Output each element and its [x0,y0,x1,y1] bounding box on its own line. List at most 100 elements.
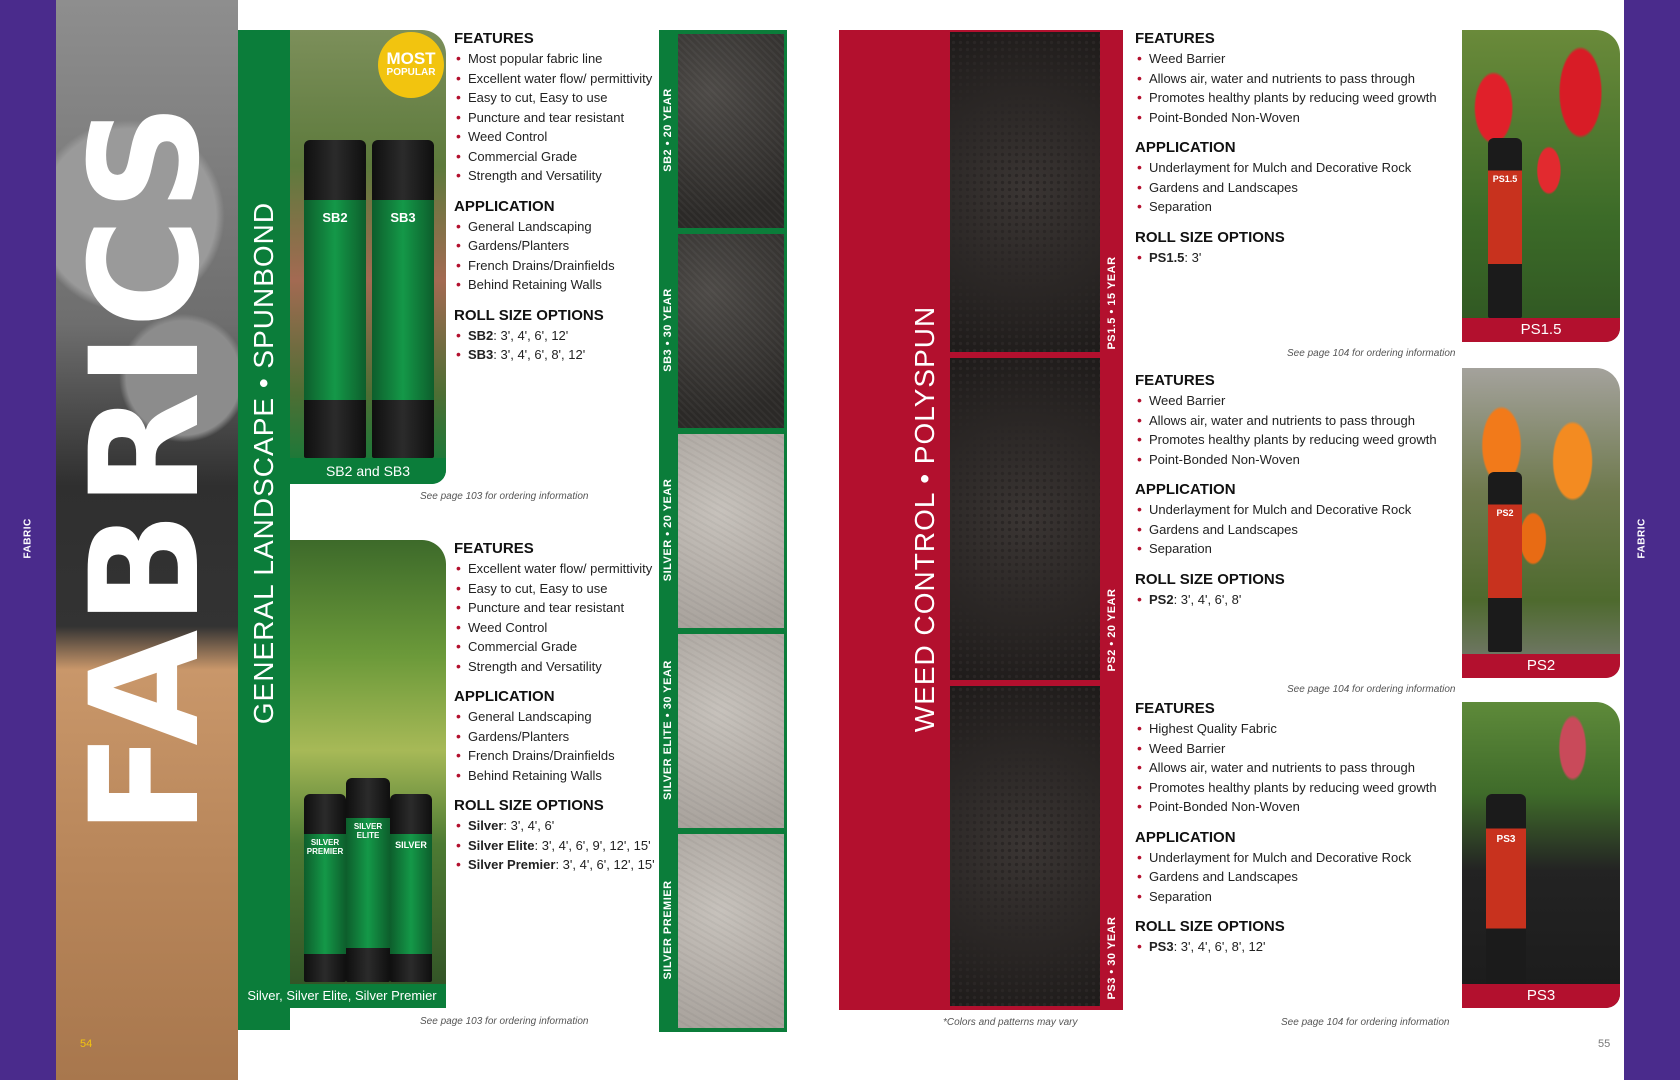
ps2-product-text: FEATURES Weed BarrierAllows air, water a… [1135,372,1465,621]
roll-size-item: Silver Premier: 3', 4', 6', 12', 15' [454,855,666,875]
ps3-features-list: Highest Quality FabricWeed BarrierAllows… [1135,719,1465,817]
roll-size-name: SB2 [468,327,494,343]
bullet-item: Gardens/Planters [454,727,666,747]
swatch-label-ps1-5: PS1.5 • 15 YEAR [1106,256,1118,350]
weed-control-title: WEED CONTROL • POLYSPUN [909,305,940,733]
ps3-application-list: Underlayment for Mulch and Decorative Ro… [1135,848,1465,907]
bullet-item: Point-Bonded Non-Woven [1135,797,1465,817]
swatch-silver [678,434,784,628]
bullet-item: Strength and Versatility [454,657,666,677]
roll-size-item: SB3: 3', 4', 6', 8', 12' [454,345,659,365]
left-edge-label: FABRIC [22,518,34,559]
bullet-item: Commercial Grade [454,637,666,657]
bullet-item: Underlayment for Mulch and Decorative Ro… [1135,848,1465,868]
silver-caption-bar: Silver, Silver Elite, Silver Premier [238,984,446,1008]
badge-line1: MOST [386,49,436,68]
sb-ordering-note: See page 103 for ordering information [420,491,589,502]
ps1-5-features-list: Weed BarrierAllows air, water and nutrie… [1135,49,1465,127]
roll-silver-premier: SILVER PREMIER [304,794,346,982]
roll-size-item: SB2: 3', 4', 6', 12' [454,326,659,346]
bullet-item: General Landscaping [454,707,666,727]
roll-size-item: PS2: 3', 4', 6', 8' [1135,590,1465,610]
bullet-item: Weed Barrier [1135,391,1465,411]
ps2-caption: PS2 [1526,657,1556,674]
bullet-item: Separation [1135,197,1465,217]
sb-caption-bar: SB2 and SB3 [290,458,446,484]
ps2-application-heading: APPLICATION [1135,481,1236,498]
ps1-5-application-list: Underlayment for Mulch and Decorative Ro… [1135,158,1465,217]
roll-size-item: PS1.5: 3' [1135,248,1465,268]
roll-size-name: PS2 [1149,591,1174,607]
roll-size-name: PS3 [1149,939,1174,954]
ps1-5-product-text: FEATURES Weed BarrierAllows air, water a… [1135,30,1465,279]
silver-features-list: Excellent water flow/ permittivityEasy t… [454,559,666,676]
swatch-label-sb2: SB2 • 20 YEAR [662,88,674,172]
ps2-caption-bar: PS2 [1462,654,1620,678]
bullet-item: Highest Quality Fabric [1135,719,1465,739]
roll-sb2-label: SB2 [322,210,348,225]
bullet-item: Gardens/Planters [454,236,659,256]
ps1-5-caption-bar: PS1.5 [1462,318,1620,342]
swatch-ps3 [950,686,1100,1006]
swatch-sb2 [678,34,784,228]
roll-size-values: : 3', 4', 6', 12', 15' [555,857,655,872]
roll-silver-elite-band [346,818,390,948]
ps2-features-list: Weed BarrierAllows air, water and nutrie… [1135,391,1465,469]
roll-sb3-band [372,200,434,400]
roll-size-values: : 3', 4', 6', 12' [493,327,569,343]
ps3-product-text: FEATURES Highest Quality FabricWeed Barr… [1135,700,1465,969]
bullet-item: Underlayment for Mulch and Decorative Ro… [1135,158,1465,178]
swatch-label-silver: SILVER • 20 YEAR [662,478,674,582]
ps1-5-features-heading: FEATURES [1135,30,1215,47]
ps1-5-application-heading: APPLICATION [1135,139,1236,156]
roll-size-values: : 3', 4', 6', 8' [1173,591,1242,607]
silver-application-list: General LandscapingGardens/PlantersFrenc… [454,707,666,785]
right-page-number: 55 [1598,1038,1611,1050]
silver-roll-heading: ROLL SIZE OPTIONS [454,797,604,814]
roll-size-values: : 3', 4', 6', 8', 12' [1173,939,1266,954]
swatch-label-silver-premier: SILVER PREMIER [662,880,674,980]
ps3-application-heading: APPLICATION [1135,828,1236,846]
gravel-sand-photo [56,0,238,1080]
roll-silver: SILVER [390,794,432,982]
silver-application-heading: APPLICATION [454,688,555,705]
roll-silver-premier-label: SILVER PREMIER [306,838,344,856]
swatch-sb3 [678,234,784,428]
ps2-photo: PS2 PS2 [1462,368,1620,678]
section-word: FABRICS [59,99,233,835]
ps3-caption-bar: PS3 [1462,984,1620,1008]
silver-roll-list: Silver: 3', 4', 6'Silver Elite: 3', 4', … [454,816,666,875]
sb-product-text: FEATURES Most popular fabric lineExcelle… [454,30,659,377]
roll-size-name: PS1.5 [1149,249,1185,265]
roll-sb2-band [304,200,366,400]
silver-line-photo: SILVER PREMIER SILVER ELITE SILVER [290,540,446,1008]
roll-ps2-label: PS2 [1496,508,1514,518]
bullet-item: Puncture and tear resistant [454,598,666,618]
roll-size-values: : 3', 4', 6', 8', 12' [493,347,586,362]
roll-silver-band [390,834,432,954]
roll-size-name: Silver Premier [468,857,556,872]
right-purple-edge [1624,0,1680,1080]
swatch-label-silver-elite: SILVER ELITE • 30 YEAR [662,660,674,800]
roll-size-name: Silver Elite [468,837,535,853]
bullet-item: Point-Bonded Non-Woven [1135,108,1465,128]
bullet-item: Commercial Grade [454,147,659,167]
sb-application-heading: APPLICATION [454,197,555,215]
roll-sb3: SB3 [372,140,434,458]
silver-caption: Silver, Silver Elite, Silver Premier [247,988,437,1003]
swatch-label-sb3: SB3 • 30 YEAR [662,288,674,372]
bullet-item: Gardens and Landscapes [1135,520,1465,540]
roll-size-name: SB3 [468,347,494,362]
swatch-label-ps2: PS2 • 20 YEAR [1106,588,1118,672]
bullet-item: Gardens and Landscapes [1135,178,1465,198]
bullet-item: Point-Bonded Non-Woven [1135,450,1465,470]
roll-size-item: PS3: 3', 4', 6', 8', 12' [1135,937,1465,957]
bullet-item: Promotes healthy plants by reducing weed… [1135,88,1465,108]
swatch-silver-elite [678,634,784,828]
swatch-ps1-5 [950,32,1100,352]
most-popular-badge: MOST POPULAR [378,32,444,98]
roll-size-values: : 3' [1184,249,1202,265]
bullet-item: Weed Barrier [1135,49,1465,69]
sb-application-list: General LandscapingGardens/PlantersFrenc… [454,217,659,295]
ps1-5-caption: PS1.5 [1520,321,1562,338]
